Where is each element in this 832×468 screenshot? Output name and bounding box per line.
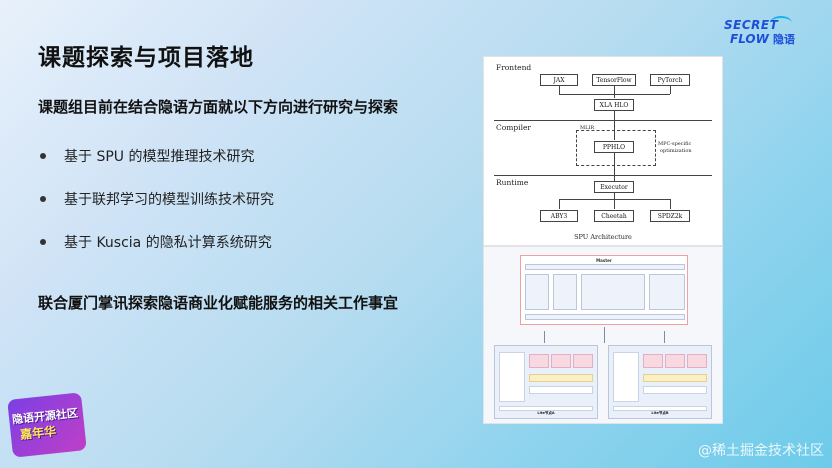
logo-line1: SECRET (724, 18, 779, 32)
box-tensorflow: TensorFlow (592, 74, 636, 86)
box-xla-hlo: XLA HLO (594, 99, 634, 111)
watermark: @稀土掘金技术社区 (698, 443, 824, 459)
lite-node-b: Lite节点B (608, 345, 712, 419)
divider (494, 120, 712, 121)
section-compiler: Compiler (496, 123, 531, 132)
bullet-item: 基于联邦学习的模型训练技术研究 (38, 189, 274, 232)
box-spdz2k: SPDZ2k (650, 210, 690, 222)
mpc-note-2: optimization (660, 148, 692, 154)
box-executor: Executor (594, 181, 634, 193)
lite-node-b-label: Lite节点B (651, 411, 669, 415)
kuscia-architecture-diagram: Master Lite节点A Lite节点B (483, 246, 723, 424)
bullet-item: 基于 SPU 的模型推理技术研究 (38, 146, 274, 189)
master-label: Master (596, 258, 612, 263)
spu-architecture-diagram: Frontend JAX TensorFlow PyTorch XLA HLO … (483, 56, 723, 246)
box-pphlo: PPHLO (594, 141, 634, 153)
lite-node-a-label: Lite节点A (537, 411, 555, 415)
divider (494, 175, 712, 176)
bullet-dot-icon (40, 153, 46, 159)
diagram-caption: SPU Architecture (574, 233, 632, 241)
bullet-dot-icon (40, 239, 46, 245)
master-panel: Master (520, 255, 688, 325)
mlir-boundary (576, 130, 656, 166)
section-runtime: Runtime (496, 178, 529, 187)
mpc-note-1: MPC-specific (658, 141, 692, 147)
secretflow-logo: SECRET FLOW 隐语 (724, 16, 814, 48)
bullet-dot-icon (40, 196, 46, 202)
lite-node-a: Lite节点A (494, 345, 598, 419)
footer-note: 联合厦门掌讯探索隐语商业化赋能服务的相关工作事宜 (38, 294, 399, 312)
mlir-label: MLIR (580, 125, 595, 131)
logo-line2: FLOW 隐语 (730, 32, 796, 46)
box-pytorch: PyTorch (650, 74, 690, 86)
carnival-badge: 隐语开源社区 嘉年华 (4, 386, 87, 464)
bullet-item: 基于 Kuscia 的隐私计算系统研究 (38, 232, 274, 275)
slide-subtitle: 课题组目前在结合隐语方面就以下方向进行研究与探索 (38, 98, 399, 116)
box-cheetah: Cheetah (594, 210, 634, 222)
section-frontend: Frontend (496, 63, 532, 72)
box-aby3: ABY3 (540, 210, 578, 222)
box-jax: JAX (540, 74, 578, 86)
logo-swoosh-icon (770, 16, 792, 30)
slide-title: 课题探索与项目落地 (38, 45, 254, 71)
bullet-list: 基于 SPU 的模型推理技术研究 基于联邦学习的模型训练技术研究 基于 Kusc… (38, 146, 274, 275)
